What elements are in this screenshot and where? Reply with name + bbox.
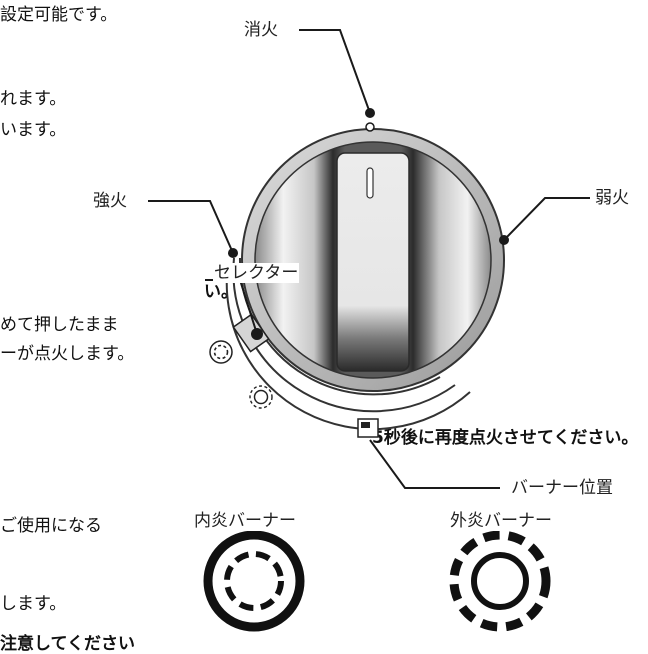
outer-burner-label: 外炎バーナー bbox=[449, 511, 553, 531]
burner-position-label: バーナー位置 bbox=[510, 478, 614, 498]
instruction-line-9: します。 bbox=[0, 594, 67, 614]
instruction-line-7: 5秒後に再度点火させてください。 bbox=[372, 428, 639, 448]
inner-burner-small-icon bbox=[209, 340, 233, 364]
selector-label: セレクター bbox=[213, 263, 300, 283]
instruction-line-3: います。 bbox=[0, 120, 67, 140]
burner-position-window bbox=[357, 418, 379, 438]
weak-label: 弱火 bbox=[594, 188, 630, 208]
instruction-line-8: ご使用になる bbox=[0, 516, 102, 536]
instruction-line-4: い。 bbox=[204, 282, 238, 302]
off-label: 消火 bbox=[243, 20, 279, 40]
instruction-line-2: れます。 bbox=[0, 89, 67, 109]
outer-burner-icon bbox=[449, 530, 551, 632]
instruction-line-5: めて押したまま bbox=[0, 315, 119, 335]
inner-burner-label: 内炎バーナー bbox=[193, 511, 297, 531]
inner-burner-icon bbox=[203, 530, 305, 632]
strong-label: 強火 bbox=[92, 191, 128, 211]
knob[interactable] bbox=[241, 128, 505, 392]
instruction-line-1: 設定可能です。 bbox=[0, 5, 118, 25]
instruction-line-6: ーが点火します。 bbox=[0, 344, 135, 364]
outer-burner-small-icon bbox=[249, 385, 273, 409]
instruction-line-10: 注意してください bbox=[0, 634, 135, 654]
